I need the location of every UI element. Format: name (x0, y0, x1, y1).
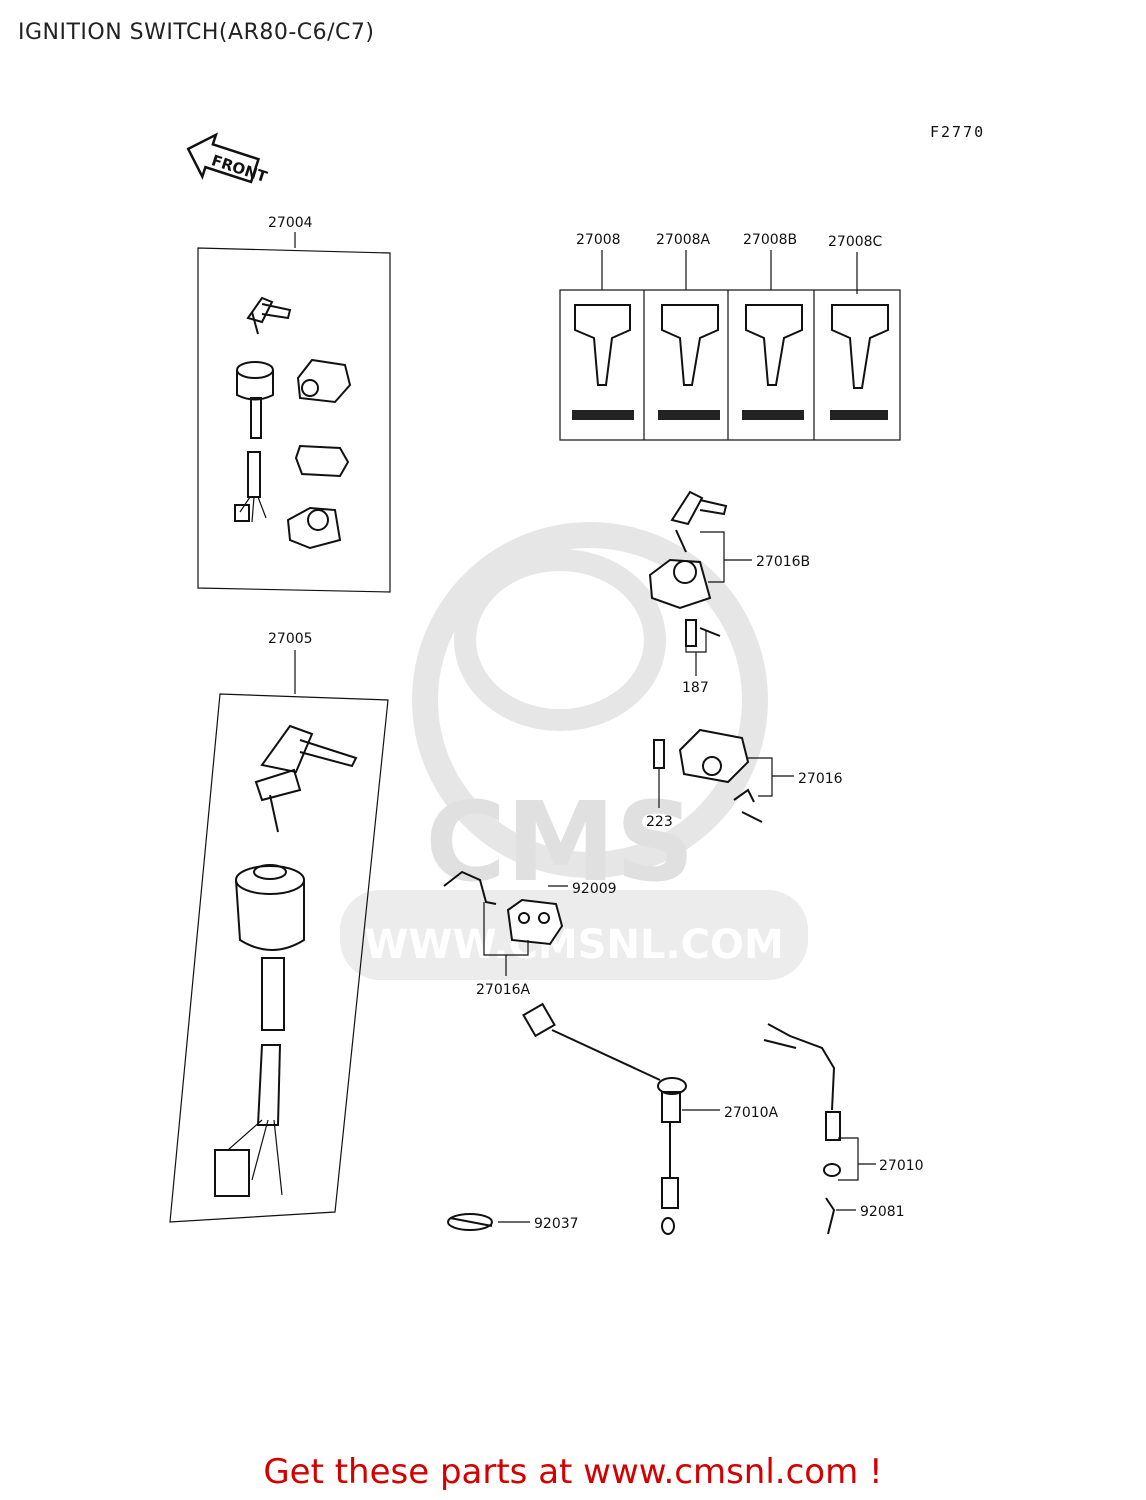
page-title: IGNITION SWITCH(AR80-C6/C7) (18, 20, 375, 45)
label-187: 187 (682, 680, 709, 696)
label-27008A: 27008A (656, 232, 711, 248)
kit-27005-box (169, 693, 389, 1223)
label-92009: 92009 (572, 881, 617, 897)
label-27010A: 27010A (724, 1105, 779, 1121)
label-223: 223 (646, 814, 673, 830)
label-27004: 27004 (268, 215, 313, 231)
label-27008B: 27008B (743, 232, 797, 248)
label-27005: 27005 (268, 631, 313, 647)
label-92081: 92081 (860, 1204, 905, 1220)
label-27010: 27010 (879, 1158, 924, 1174)
ignition-switch-large-icon (214, 864, 305, 1197)
lock-housing-27016-icon (653, 728, 763, 823)
key-pair-icon (254, 724, 358, 833)
harness-27010a-icon (522, 1002, 687, 1235)
watermark: CMS WWW.CMSNL.COM (340, 522, 808, 980)
ignition-switch-icon (234, 361, 274, 523)
label-27008: 27008 (576, 232, 621, 248)
key-cards (559, 289, 901, 441)
lock-cap-27016a-icon (443, 870, 564, 946)
cap-icon (294, 444, 350, 478)
watermark-url: WWW.CMSNL.COM (364, 922, 784, 968)
lock-body-icon (286, 506, 342, 550)
front-arrow-icon: FRONT (186, 132, 270, 186)
lock-housing-icon (296, 358, 352, 404)
watermark-brand: CMS (425, 778, 694, 906)
footer-link[interactable]: Get these parts at www.cmsnl.com ! (263, 1452, 883, 1492)
label-27008C: 27008C (828, 234, 883, 250)
label-27016: 27016 (798, 771, 843, 787)
kit-27004-box (197, 247, 391, 593)
harness-27010-icon (763, 1023, 841, 1235)
label-27016A: 27016A (476, 982, 531, 998)
lock-set-27016b-icon (648, 490, 728, 647)
label-27016B: 27016B (756, 554, 810, 570)
figure-code: F2770 (930, 123, 985, 141)
key-icon (246, 296, 292, 335)
clip-92037-icon (447, 1213, 493, 1231)
label-92037: 92037 (534, 1216, 579, 1232)
